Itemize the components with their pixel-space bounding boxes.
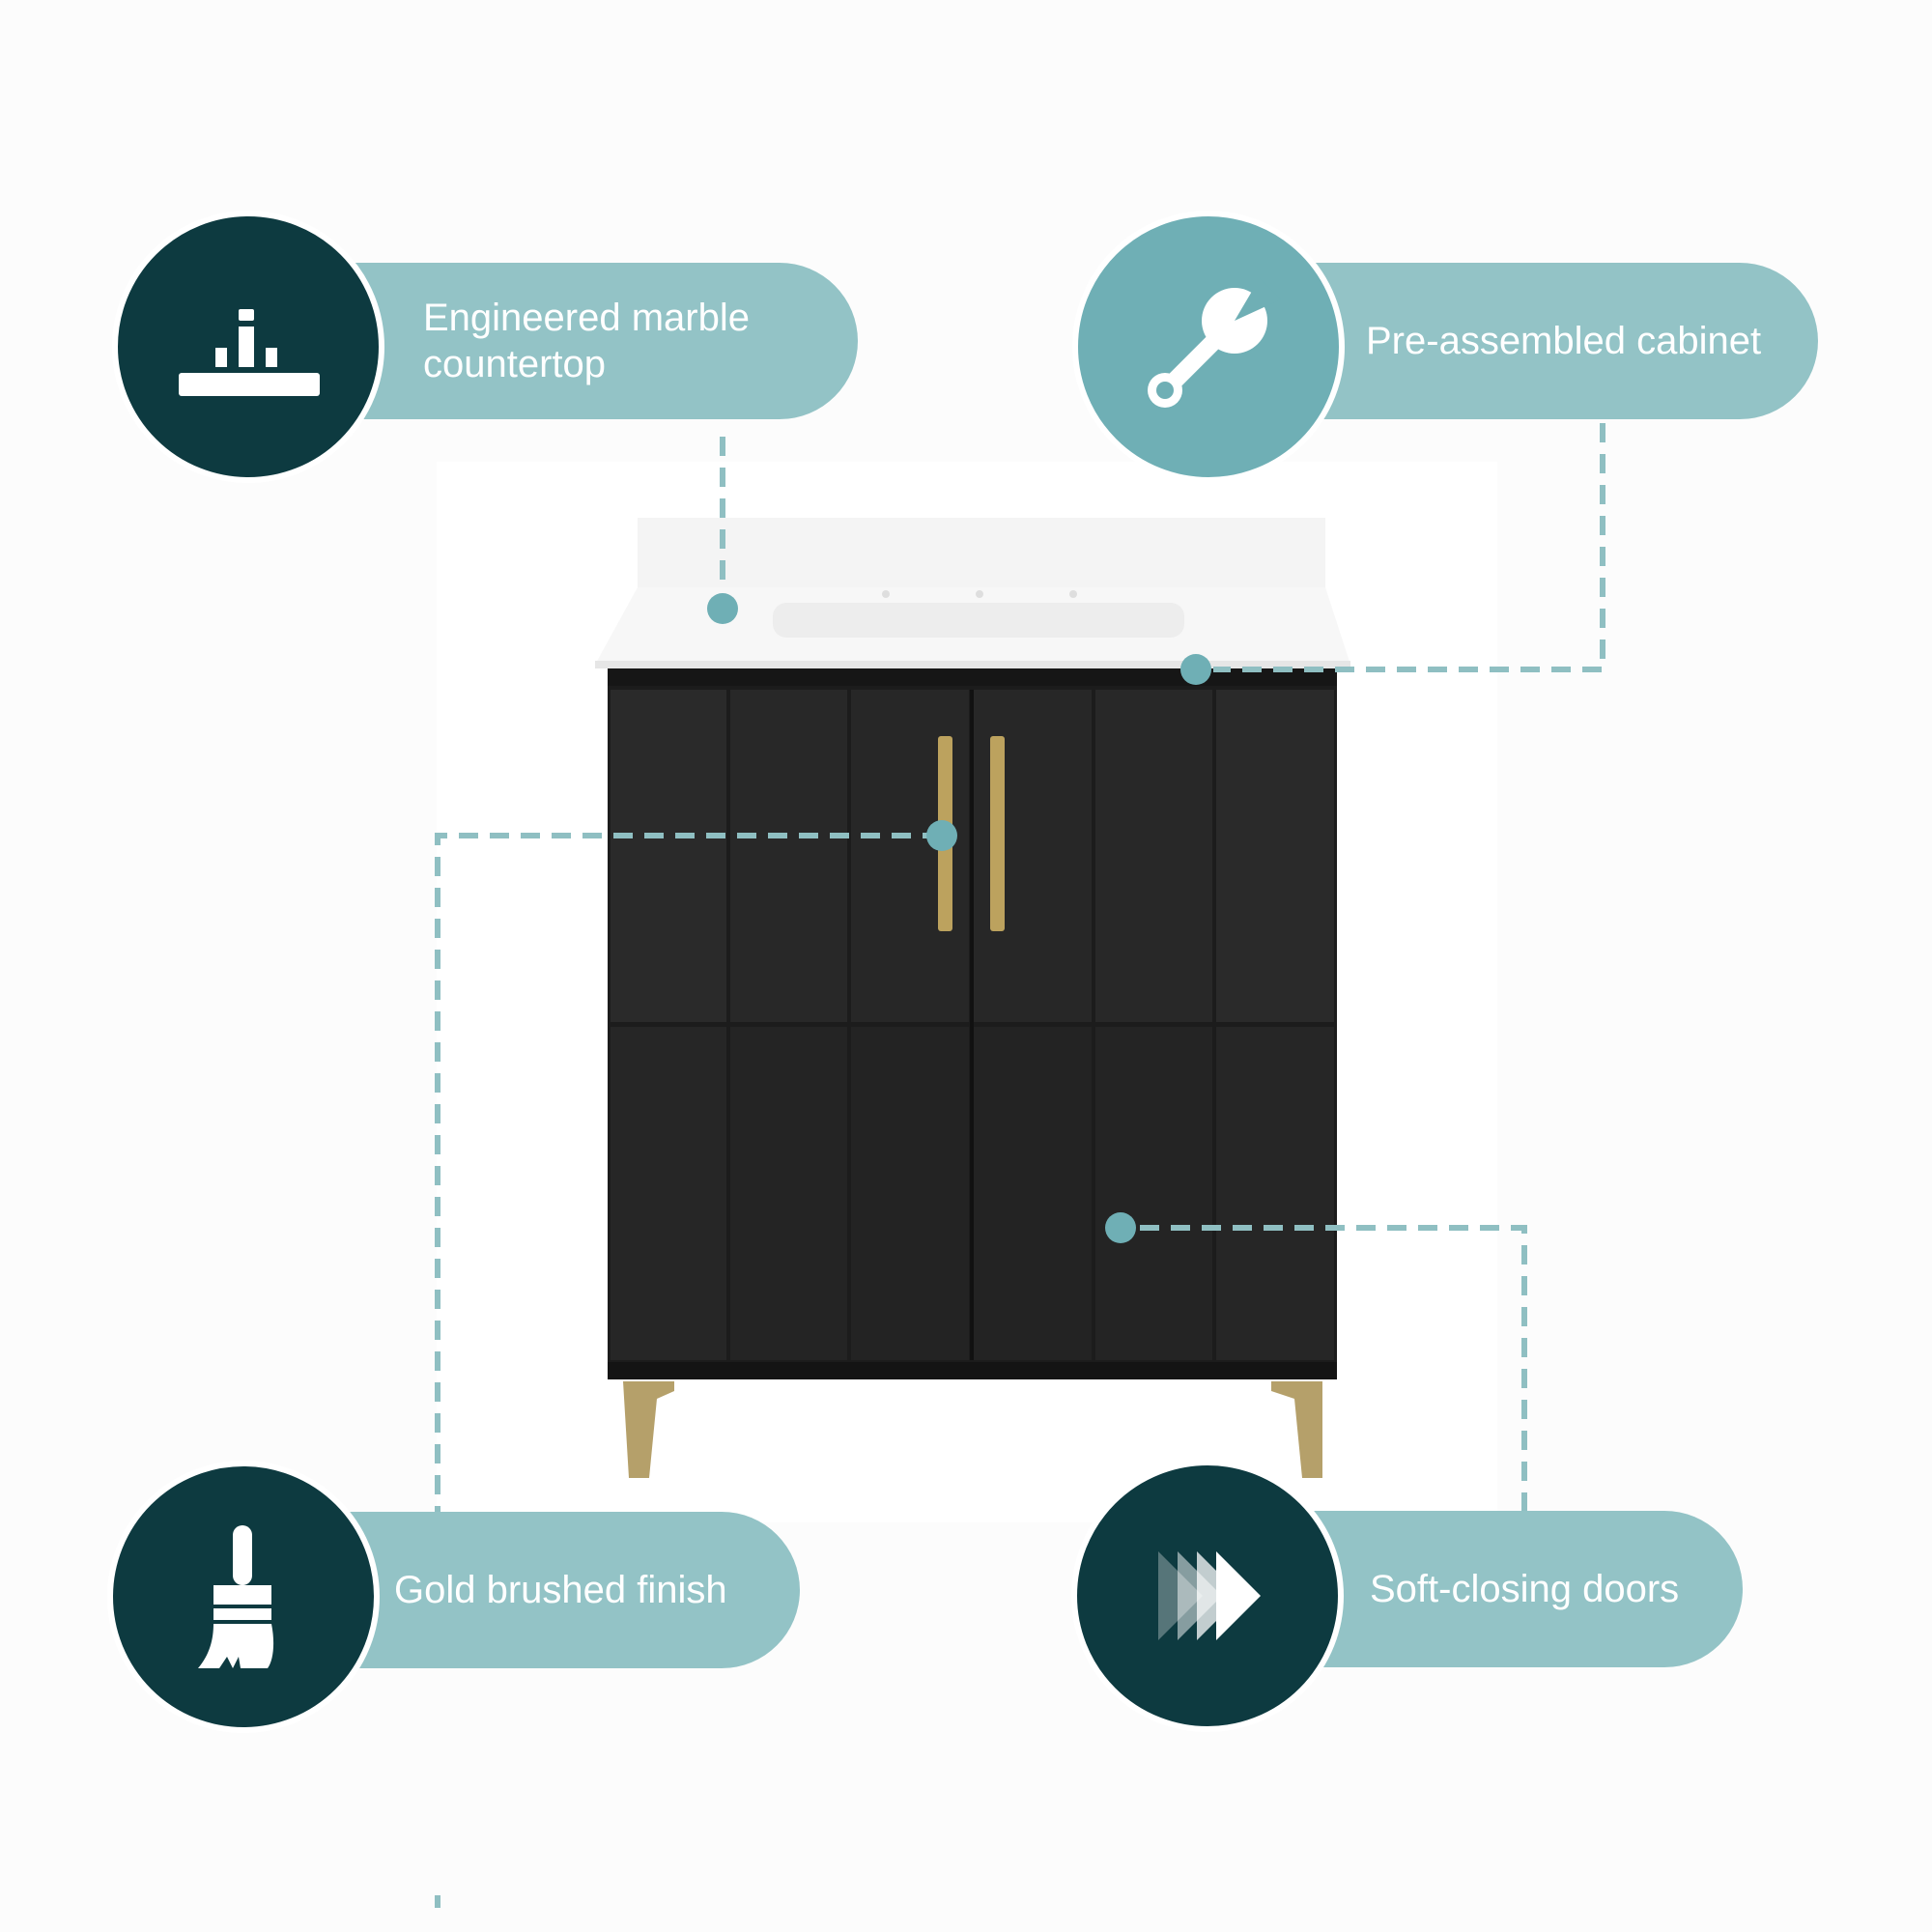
faucet-hole — [882, 590, 890, 598]
feature-label-line: countertop — [423, 343, 607, 385]
feature-badge-doors — [1071, 1460, 1344, 1732]
countertop-callout-dot — [707, 593, 738, 624]
faucet-hole — [976, 590, 983, 598]
feature-badge-cabinet — [1072, 211, 1345, 483]
feature-label-cabinet: Pre-assembled cabinet — [1299, 263, 1818, 419]
cabinet-base-rail — [608, 1362, 1337, 1379]
wrench-icon — [1148, 278, 1281, 408]
leader-lines — [435, 423, 1605, 1908]
feature-label-countertop: Engineered marble countertop — [340, 263, 858, 419]
cabinet-top-rail — [608, 668, 1337, 686]
handle-callout-dot — [926, 820, 957, 851]
faucet-hole — [1069, 590, 1077, 598]
brush-icon — [198, 1525, 274, 1668]
right-door-handle — [990, 736, 1005, 931]
feature-label-text: Soft-closing doors — [1370, 1568, 1680, 1610]
feature-label-finish: Gold brushed finish — [334, 1512, 800, 1668]
feature-badge-countertop — [112, 211, 384, 483]
door-callout-dot — [1105, 1212, 1136, 1243]
feature-label-text: Gold brushed finish — [394, 1569, 727, 1611]
backsplash — [638, 518, 1325, 599]
right-leg — [1271, 1381, 1322, 1478]
sink-basin — [773, 603, 1184, 638]
feature-label-text: Pre-assembled cabinet — [1366, 320, 1762, 362]
feature-label-doors: Soft-closing doors — [1300, 1511, 1743, 1667]
fast-forward-icon — [1158, 1551, 1261, 1640]
door-split — [970, 690, 974, 1360]
cabinet-callout-dot — [1180, 654, 1211, 685]
countertop-icon — [179, 309, 320, 396]
feature-badge-finish — [107, 1461, 380, 1733]
left-leg — [623, 1381, 674, 1478]
feature-label-line: Engineered marble — [423, 297, 750, 339]
countertop-edge — [595, 661, 1350, 668]
